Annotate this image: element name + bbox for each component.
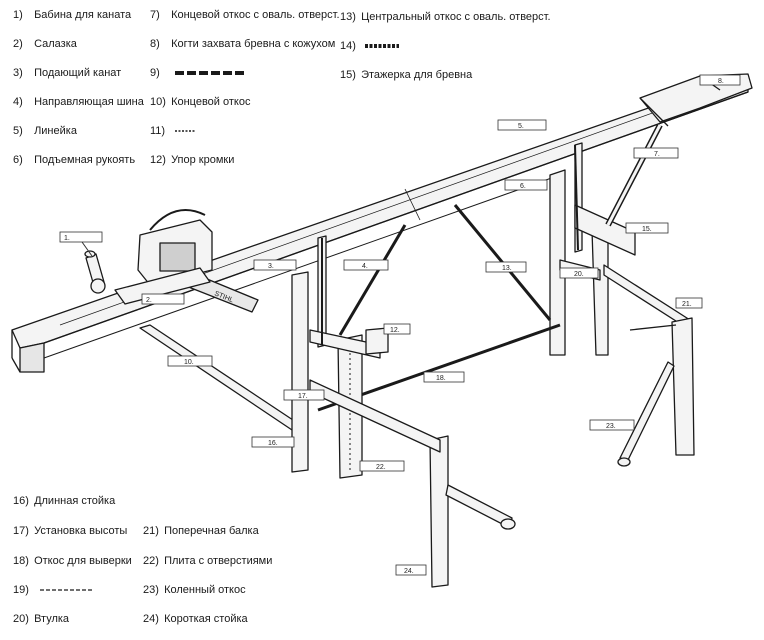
callout-16: 16. — [251, 436, 295, 448]
svg-text:7.: 7. — [654, 151, 660, 158]
right-outer-leg — [629, 317, 695, 456]
legend-item-7: 7) Концевой откос с оваль. отверст. — [150, 9, 340, 21]
log-deck — [559, 204, 691, 331]
legend-item-5: 5) Линейка — [13, 125, 77, 137]
legend-item-6: 6) Подъемная рукоять — [13, 154, 136, 166]
callout-8: 8. — [699, 74, 741, 86]
callout-20: 20. — [559, 267, 599, 279]
callout-18: 18. — [423, 371, 465, 383]
svg-text:18.: 18. — [436, 375, 446, 382]
svg-text:8.: 8. — [718, 78, 724, 85]
callout-3: 3. — [253, 259, 297, 271]
callout-5: 5. — [497, 119, 547, 131]
callout-23: 23. — [589, 419, 635, 431]
legend-item-15: 15) Этажерка для бревна — [340, 69, 473, 81]
knee-brace — [617, 361, 675, 467]
callout-2: 2. — [141, 293, 185, 305]
callout-12: 12. — [383, 323, 411, 335]
line-style-dashed-icon — [40, 589, 93, 591]
svg-text:23.: 23. — [606, 423, 616, 430]
svg-text:5.: 5. — [518, 123, 524, 130]
callout-10: 10. — [167, 355, 213, 367]
lifting-handle — [321, 144, 579, 345]
legend-item-14: 14) — [340, 40, 401, 53]
callout-13: 13. — [485, 261, 527, 273]
legend-item-1: 1) Бабина для каната — [13, 9, 132, 21]
legend-item-2: 2) Салазка — [13, 38, 77, 50]
callout-24: 24. — [395, 564, 427, 576]
line-style-square-dash-icon — [365, 44, 400, 49]
callout-6: 6. — [504, 179, 548, 191]
legend-item-21: 21) Поперечная балка — [143, 525, 259, 537]
svg-text:24.: 24. — [404, 568, 414, 575]
legend-item-10: 10) Концевой откос — [150, 96, 251, 108]
svg-text:2.: 2. — [146, 297, 152, 304]
svg-text:17.: 17. — [298, 393, 308, 400]
legend-item-12: 12) Упор кромки — [150, 154, 235, 166]
legend-item-4: 4) Направляющая шина — [13, 96, 144, 108]
callout-15: 15. — [625, 222, 669, 234]
edge-stop — [365, 327, 389, 355]
legend-item-9: 9) — [150, 67, 249, 80]
callout-4: 4. — [343, 259, 389, 271]
legend-item-23: 23) Коленный откос — [143, 584, 246, 596]
callout-22: 22. — [359, 460, 405, 472]
long-post — [291, 235, 327, 473]
back-right-legs — [549, 142, 609, 356]
legend-item-18: 18) Откос для выверки — [13, 555, 132, 567]
legend-item-13: 13) Центральный откос с оваль. отверст. — [340, 11, 551, 23]
svg-text:21.: 21. — [682, 301, 692, 308]
legend-item-19: 19) — [13, 584, 94, 597]
callout-tags: 1. 2. 3. 4. 5. 6. 7. 8. 10. 12. 13. 15. … — [59, 74, 741, 576]
sled — [114, 267, 211, 305]
legend-item-22: 22) Плита с отверстиями — [143, 555, 273, 567]
svg-text:13.: 13. — [502, 265, 512, 272]
svg-text:16.: 16. — [268, 440, 278, 447]
floor-brace — [445, 484, 516, 530]
svg-text:22.: 22. — [376, 464, 386, 471]
rope-spool — [84, 250, 106, 294]
legend-item-3: 3) Подающий канат — [13, 67, 122, 79]
end-brace — [139, 324, 306, 435]
legend-item-24: 24) Короткая стойка — [143, 613, 248, 625]
svg-text:4.: 4. — [362, 263, 368, 270]
callout-7: 7. — [633, 147, 679, 159]
line-style-thick-dash-icon — [175, 71, 248, 76]
svg-text:3.: 3. — [268, 263, 274, 270]
svg-text:6.: 6. — [520, 183, 526, 190]
callout-1: 1. — [59, 231, 103, 257]
svg-text:12.: 12. — [390, 327, 400, 334]
end-brace-oval-slot — [605, 123, 663, 227]
svg-text:10.: 10. — [184, 359, 194, 366]
svg-text:20.: 20. — [574, 271, 584, 278]
legend-item-17: 17) Установка высоты — [13, 525, 128, 537]
svg-text:15.: 15. — [642, 226, 652, 233]
legend-item-20: 20) Втулка — [13, 613, 70, 625]
callout-17: 17. — [283, 389, 325, 401]
short-post — [309, 379, 449, 588]
legend-item-8: 8) Когти захвата бревна с кожухом — [150, 38, 336, 50]
svg-text:1.: 1. — [64, 235, 70, 242]
legend-item-16: 16) Длинная стойка — [13, 495, 116, 507]
legend-item-11: 11) — [150, 125, 197, 138]
callout-21: 21. — [675, 297, 703, 309]
